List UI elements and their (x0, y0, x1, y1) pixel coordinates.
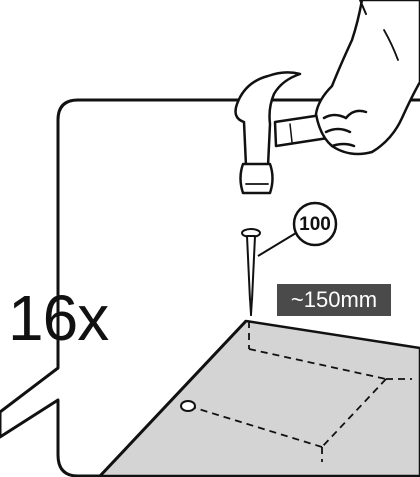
part-number-bubble (292, 201, 338, 247)
hand-icon (314, 0, 420, 156)
placement-guide (191, 321, 412, 462)
nail-icon (241, 228, 261, 317)
callout-frame (0, 98, 420, 477)
board-icon (98, 319, 420, 477)
quantity-label: 16x (8, 282, 109, 354)
dimension-label: ~150mm (277, 284, 391, 316)
part-leader-line (257, 232, 297, 257)
part-number-label: 100 (299, 214, 331, 235)
nail-hole-icon (180, 400, 196, 412)
